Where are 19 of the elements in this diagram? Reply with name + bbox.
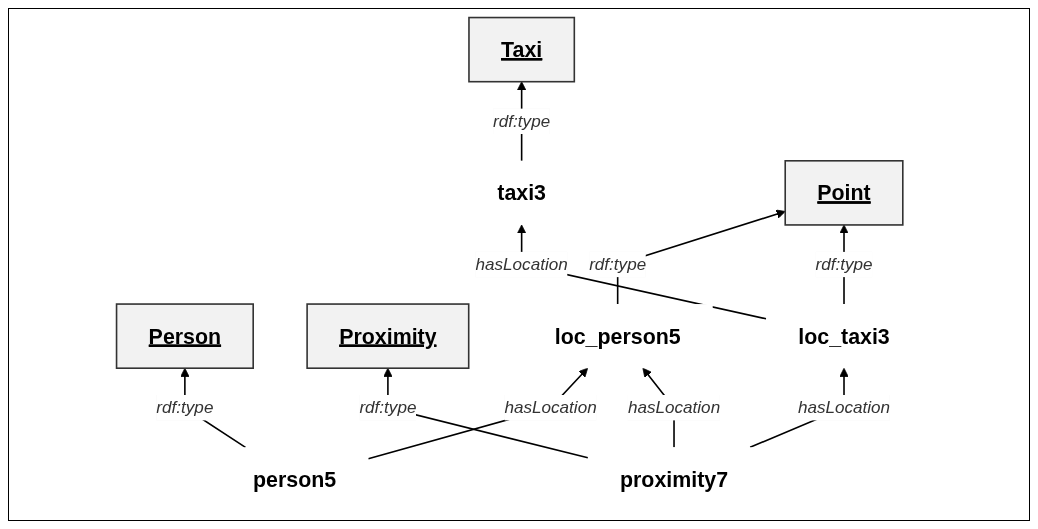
edge-label: hasLocation [504, 398, 597, 417]
node-box: Proximity [306, 303, 470, 369]
node-text: loc_taxi3 [798, 324, 890, 348]
edge-label: rdf:type [492, 111, 550, 130]
edge-label: hasLocation [627, 398, 720, 417]
node-text: taxi3 [497, 181, 546, 205]
edge-label: rdf:type [156, 398, 214, 417]
arrow [516, 224, 767, 320]
edge-label: hasLocation [475, 254, 568, 274]
edge-label: rdf:type [359, 398, 417, 417]
edge-label: rdf:type [588, 254, 646, 274]
edge-label: hasLocation [797, 398, 890, 417]
node-text: person5 [252, 467, 337, 492]
node-box: Person [115, 303, 254, 369]
node-text: loc_person5 [554, 324, 681, 348]
edge-label: rdf:type [815, 254, 873, 274]
node-box: Point [784, 160, 904, 226]
node-text: proximity7 [619, 467, 728, 492]
node-box: Taxi [467, 16, 575, 83]
